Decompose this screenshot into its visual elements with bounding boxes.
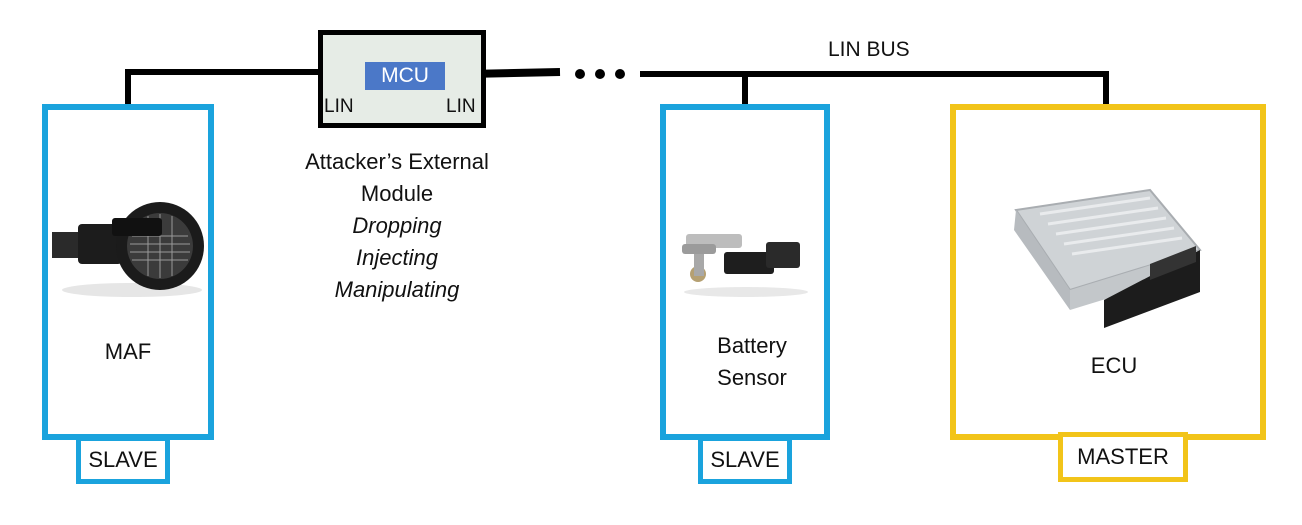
maf-sensor-icon — [52, 202, 204, 297]
battery-label-line1: Battery — [717, 333, 787, 358]
attacker-title-line1: Attacker’s External — [305, 149, 489, 174]
maf-label: MAF — [104, 339, 152, 364]
mcu-block: MCU — [365, 62, 445, 90]
attacker-action: Injecting — [356, 245, 438, 270]
bus-wire-right — [640, 71, 1109, 106]
bus-label: LIN BUS — [828, 38, 910, 61]
battery-sensor-node — [660, 104, 830, 440]
ecu-label: ECU — [1090, 353, 1138, 378]
battery-sensor-icon — [682, 234, 808, 297]
ecu-role-tag: MASTER — [1058, 432, 1188, 482]
bus-ellipsis-dot — [575, 69, 585, 79]
bus-ellipsis-dot — [595, 69, 605, 79]
attacker-action: Dropping — [352, 213, 442, 238]
ecu-module-icon — [1014, 188, 1202, 328]
maf-role-tag: SLAVE — [76, 436, 170, 484]
attacker-action: Manipulating — [334, 277, 460, 302]
lin-label-right: LIN — [446, 96, 476, 117]
attacker-title-line2: Module — [360, 181, 434, 206]
attacker-description: Attacker’s External Module Dropping Inje… — [282, 146, 512, 306]
bus-ellipsis-dot — [615, 69, 625, 79]
bus-wire-left — [125, 69, 340, 106]
lin-label-left: LIN — [324, 96, 354, 117]
battery-role-tag: SLAVE — [698, 436, 792, 484]
battery-label-line2: Sensor — [717, 365, 787, 390]
